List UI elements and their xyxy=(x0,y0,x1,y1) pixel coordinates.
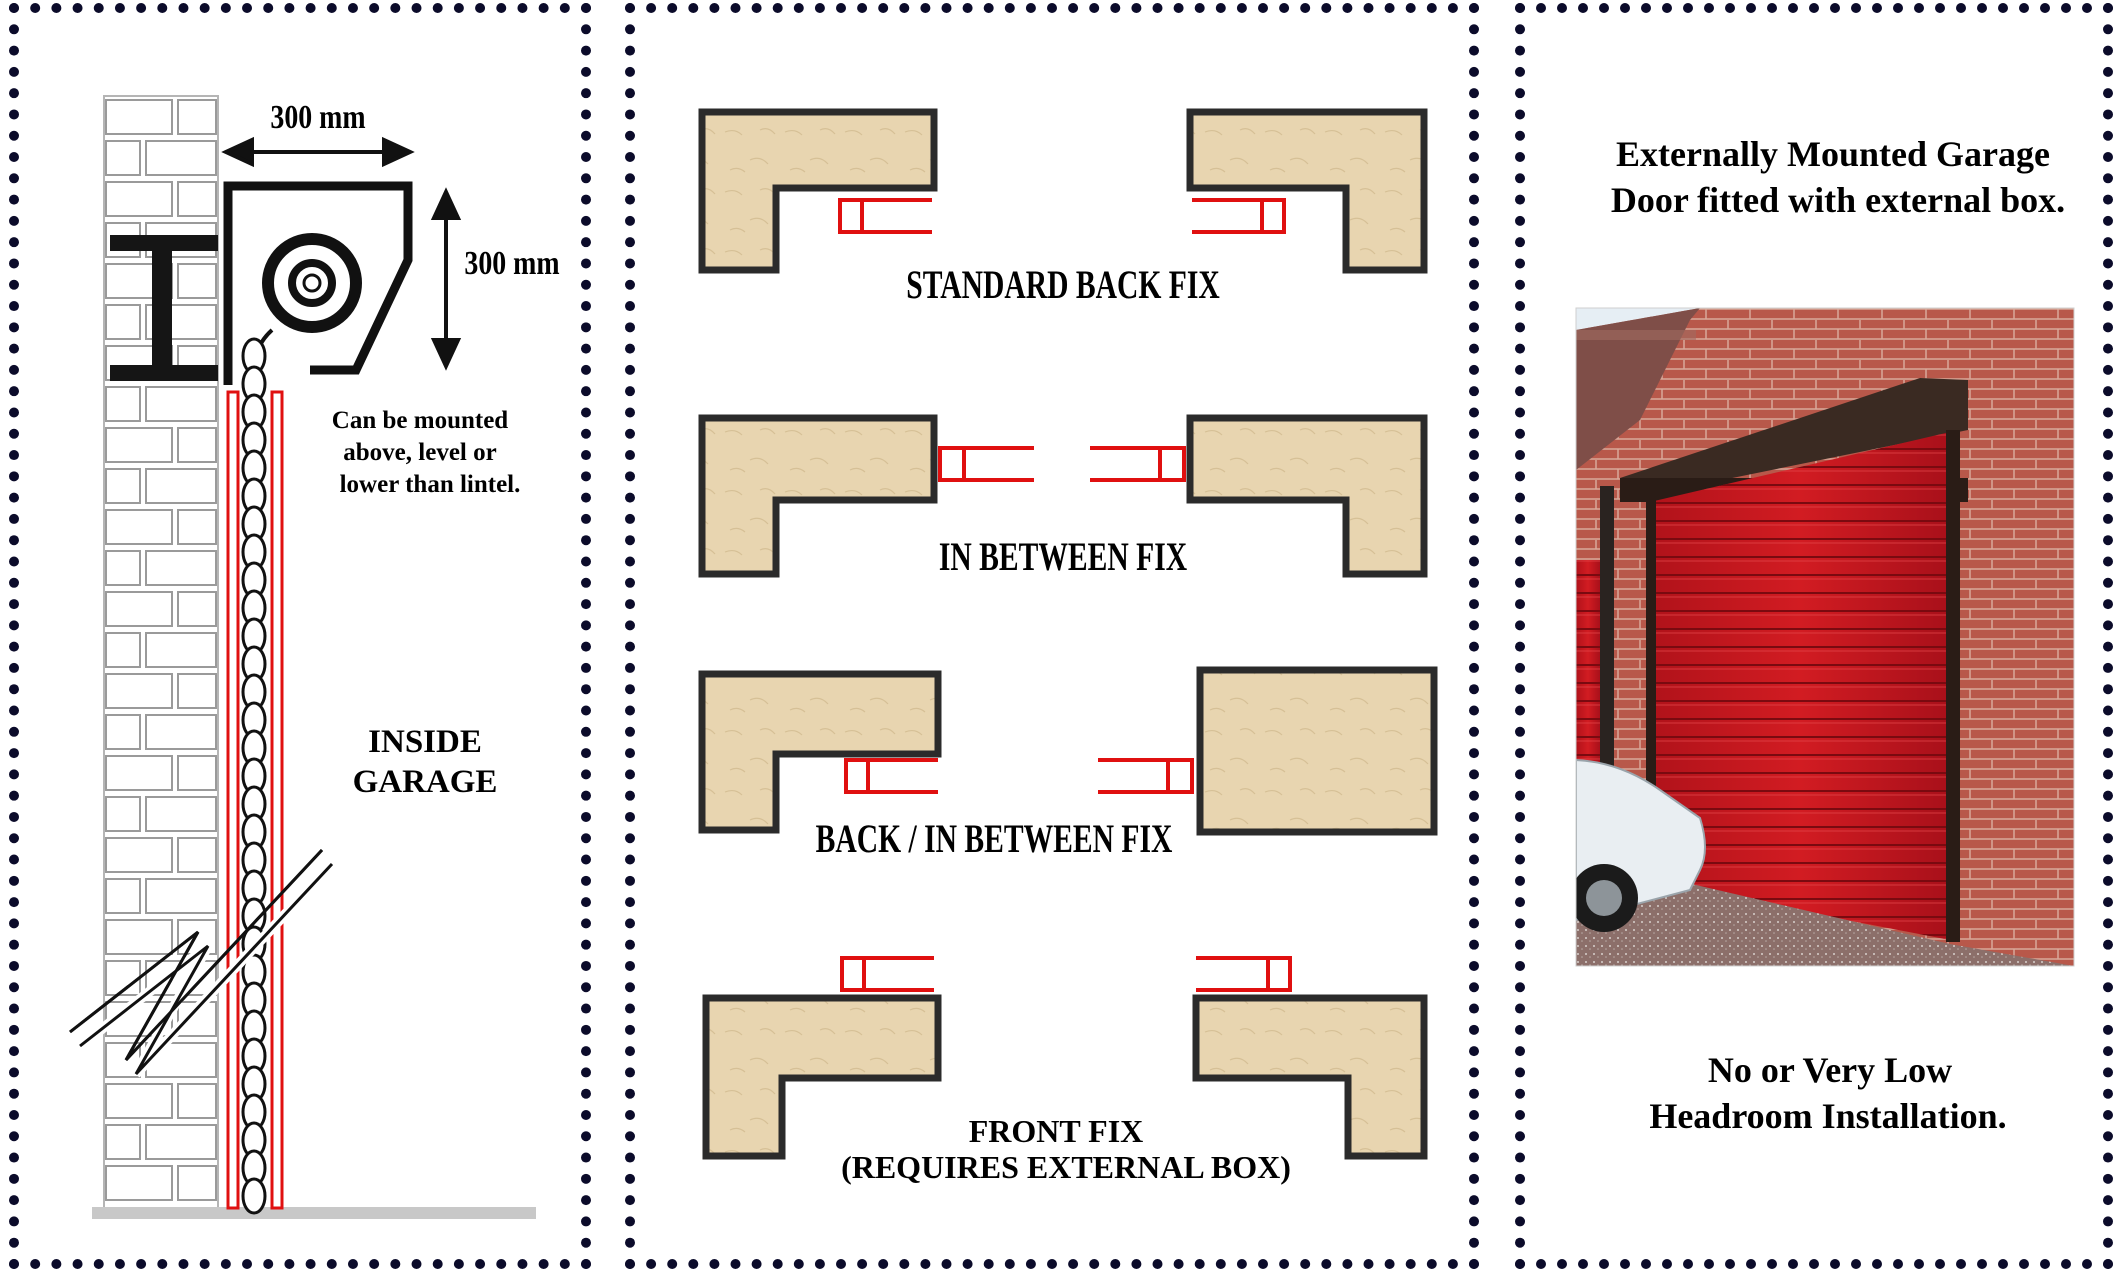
wall-pier-right xyxy=(1196,666,1438,836)
guide-channel-right xyxy=(1090,446,1186,482)
guide-rail-left xyxy=(226,390,240,1210)
fix-in-between xyxy=(698,414,1428,578)
mount-note-line-3: lower than lintel. xyxy=(340,471,521,498)
fix-front xyxy=(702,956,1428,1160)
guide-channel-left xyxy=(844,758,938,794)
photo-heading-line-1: Externally Mounted Garage xyxy=(1616,134,2050,174)
roller-box-outline xyxy=(223,181,413,385)
guide-channel-right xyxy=(1098,758,1194,794)
wall-pier-left xyxy=(698,108,938,274)
guide-channel-right xyxy=(1192,198,1286,234)
floor-line xyxy=(92,1207,536,1219)
guide-rail-right xyxy=(270,390,284,1210)
middle-panel: STANDARD BACK FIX IN BETWEEN FIX BACK / … xyxy=(698,108,1438,1185)
photo-heading-line-2: Door fitted with external box. xyxy=(1611,180,2065,220)
fix-label-standard-back: STANDARD BACK FIX xyxy=(906,263,1219,307)
front-fix-note: (REQUIRES EXTERNAL BOX) xyxy=(841,1149,1291,1185)
fix-label-front: FRONT FIX xyxy=(969,1113,1144,1149)
fix-label-back-in-between: BACK / IN BETWEEN FIX xyxy=(816,817,1173,861)
wall-pier-right xyxy=(1192,994,1428,1160)
left-panel: 300 mm 300 mm Can be mounted above, leve… xyxy=(69,95,560,1219)
guide-channel-left xyxy=(840,956,934,992)
roller-drum xyxy=(262,233,362,333)
fix-label-in-between: IN BETWEEN FIX xyxy=(939,535,1187,579)
installation-note-line-2: Headroom Installation. xyxy=(1649,1096,2006,1136)
mount-note-line-1: Can be mounted xyxy=(332,407,509,434)
wall-pier-left xyxy=(698,670,942,834)
dimension-arrow-horizontal xyxy=(221,136,415,168)
installation-note-line-1: No or Very Low xyxy=(1708,1050,1952,1090)
lintel-i-beam xyxy=(110,235,218,381)
dotted-panel-borders xyxy=(9,3,2113,1269)
break-symbol xyxy=(69,848,336,1078)
guide-channel-left xyxy=(938,446,1034,482)
right-panel: Externally Mounted Garage Door fitted wi… xyxy=(1575,134,2075,1136)
guide-channel-left xyxy=(838,198,932,234)
inside-garage-line-2: GARAGE xyxy=(353,764,498,800)
dimension-label-vertical: 300 mm xyxy=(464,243,559,281)
mount-note-line-2: above, level or xyxy=(343,439,496,466)
inside-garage-line-1: INSIDE xyxy=(368,724,482,760)
wall-pier-right xyxy=(1186,414,1428,578)
door-curtain-chain xyxy=(241,328,274,1215)
wall-pier-left xyxy=(698,414,938,578)
wall-pier-left xyxy=(702,994,942,1160)
garage-door-photo xyxy=(1575,307,2075,967)
fix-back-in-between xyxy=(698,666,1438,836)
guide-channel-right xyxy=(1196,956,1292,992)
fix-standard-back xyxy=(698,108,1428,274)
dimension-arrow-vertical xyxy=(430,187,462,371)
wall-pier-right xyxy=(1186,108,1428,274)
dimension-label-horizontal: 300 mm xyxy=(270,97,365,135)
